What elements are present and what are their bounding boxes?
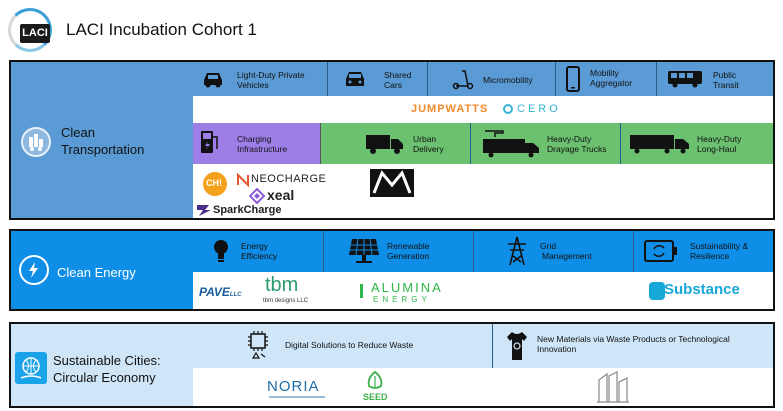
tbm-subtitle: tbm designs LLC: [263, 298, 309, 304]
transport-brands-row2: CH! NEOCHARGE xeal SparkCharge: [193, 164, 773, 218]
car-icon: [204, 73, 222, 88]
phone-icon: [566, 66, 580, 92]
cities-categories-row: Digital Solutions to Reduce Waste New Ma…: [193, 324, 773, 368]
energy-brands-row: PAVELLC tbm tbm designs LLC ALUMINA ENER…: [193, 272, 773, 309]
category-micromobility-label: Micromobility: [483, 75, 533, 85]
laci-logo-text: LACI: [20, 24, 50, 43]
transport-brands-row1: JUMPWATTS CERO: [193, 96, 773, 123]
transport-label-line2: Transportation: [61, 142, 145, 157]
neocharge-icon: [237, 173, 249, 187]
energy-label: Clean Energy: [57, 265, 136, 280]
xeal-icon: [249, 188, 265, 204]
category-digital-label: Digital Solutions to Reduce Waste: [285, 340, 414, 350]
drayage-truck-icon: [483, 130, 539, 158]
cities-label-panel: Sustainable Cities: Circular Economy: [11, 324, 193, 406]
box-truck-icon: [366, 135, 403, 154]
bus-icon: [668, 71, 702, 88]
category-materials-label: New Materials via Waste Products or Tech…: [537, 334, 730, 354]
noria-sub: [269, 396, 325, 398]
category-sustainability-resilience: Sustainability &Resilience: [634, 231, 773, 272]
noria-logo: NORIA: [267, 378, 320, 395]
cities-label-line2: Circular Economy: [53, 370, 156, 385]
building-logo: [597, 371, 629, 403]
cities-label-line1: Sustainable Cities:: [53, 353, 161, 368]
cero-logo: CERO: [517, 103, 561, 115]
category-new-materials: New Materials via Waste Products or Tech…: [493, 324, 773, 368]
bulb-icon: [214, 240, 228, 262]
jumpwatts-logo: JUMPWATTS: [411, 103, 489, 115]
transport-label: Clean Transportation: [61, 124, 144, 158]
sparkcharge-logo: SparkCharge: [213, 204, 282, 216]
category-digital-solutions: Digital Solutions to Reduce Waste: [193, 324, 493, 368]
energy-cycle-icon: [19, 255, 49, 285]
category-sustainability-label: Sustainability &Resilience: [690, 241, 749, 261]
neocharge-logo: NEOCHARGE: [251, 173, 327, 185]
section-sustainable-cities: Sustainable Cities: Circular Economy Dig…: [9, 322, 775, 408]
tbm-logo: tbm: [265, 274, 299, 296]
car-front-icon: [346, 72, 364, 86]
alumina-icon: [360, 284, 370, 298]
laci-logo: LACI: [8, 8, 52, 52]
chip-recycle-icon: [248, 331, 268, 359]
m-logo: [370, 169, 414, 197]
cero-icon: [503, 104, 513, 114]
seed-icon: [367, 370, 383, 389]
pave-logo: PAVELLC: [199, 285, 242, 299]
city-transport-icon: [21, 127, 51, 157]
alumina-sub: ENERGY: [373, 295, 431, 304]
sparkcharge-icon: [197, 205, 211, 216]
shirt-icon: [507, 332, 527, 360]
header: LACI LACI Incubation Cohort 1: [6, 6, 406, 54]
transport-label-panel: Clean Transportation: [11, 62, 193, 218]
globe-leaf-icon: [15, 352, 47, 384]
cities-label: Sustainable Cities: Circular Economy: [53, 352, 161, 386]
energy-label-panel: Clean Energy: [11, 231, 193, 309]
scooter-icon: [452, 70, 474, 90]
semi-truck-icon: [630, 135, 689, 154]
cities-brands-row: NORIA SEED: [193, 368, 773, 406]
xeal-logo: xeal: [267, 187, 295, 203]
substance-icon: [649, 282, 665, 300]
tower-icon: [508, 236, 526, 266]
category-micromobility: Micromobility: [428, 62, 556, 96]
chi-logo: CH!: [203, 172, 227, 196]
charger-icon: [201, 131, 218, 153]
page-title: LACI Incubation Cohort 1: [66, 20, 257, 39]
transport-label-line1: Clean: [61, 125, 95, 140]
seed-logo: SEED: [363, 392, 388, 402]
substance-logo: Substance: [664, 281, 740, 298]
solar-panel-icon: [349, 238, 379, 263]
alumina-logo: ALUMINA: [371, 280, 443, 295]
battery-cycle-icon: [644, 240, 677, 262]
